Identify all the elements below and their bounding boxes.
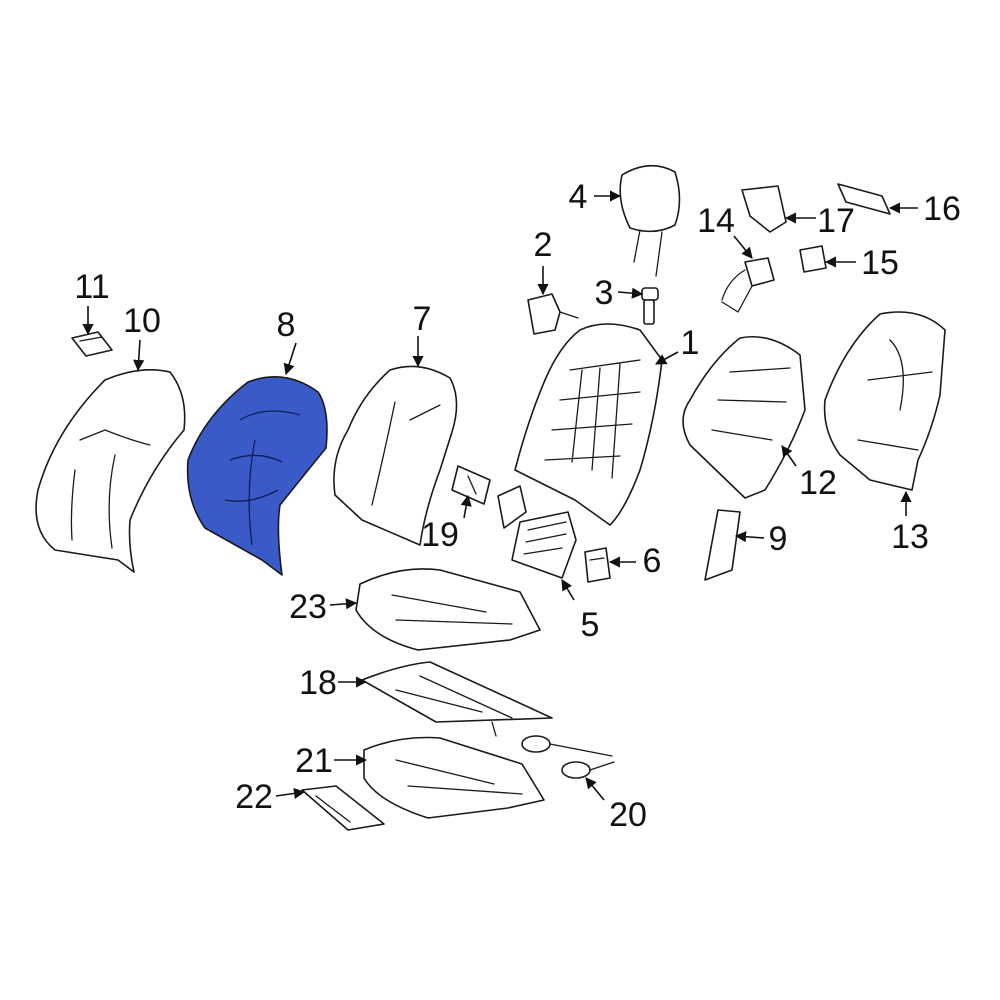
callout-12: 12	[799, 464, 837, 502]
part-4-headrest[interactable]	[619, 164, 681, 277]
part-11-clip[interactable]	[71, 331, 113, 357]
callout-2: 2	[534, 226, 553, 264]
leader-12	[781, 445, 797, 467]
leader-10	[133, 339, 145, 372]
callout-20: 20	[609, 796, 647, 834]
part-17-cover[interactable]	[741, 185, 787, 233]
callout-10: 10	[123, 302, 161, 340]
leader-5	[561, 579, 575, 601]
part-16-rail[interactable]	[837, 183, 891, 215]
callout-17: 17	[817, 202, 855, 240]
part-12-rear-panel[interactable]	[682, 335, 806, 499]
part-10-seat-back-cover[interactable]	[35, 368, 186, 573]
part-23-cushion-cover[interactable]	[355, 568, 541, 651]
leader-14	[733, 235, 753, 259]
callout-3: 3	[595, 274, 614, 312]
leader-9	[734, 531, 765, 543]
leader-lines	[82, 190, 918, 801]
part-9-trim[interactable]	[704, 509, 741, 581]
part-19-module[interactable]	[451, 465, 491, 505]
callout-7: 7	[413, 300, 432, 338]
leader-19	[460, 494, 472, 519]
callout-9: 9	[769, 520, 788, 558]
part-7-back-panel[interactable]	[333, 365, 458, 546]
part-1-seat-back-frame[interactable]	[514, 323, 663, 526]
callout-22: 22	[235, 778, 273, 816]
callout-6: 6	[643, 542, 662, 580]
leader-8	[283, 342, 297, 376]
callout-18: 18	[299, 664, 337, 702]
part-13-back-shell[interactable]	[823, 311, 946, 491]
callout-11: 11	[74, 268, 109, 306]
part-21-seat-base[interactable]	[363, 736, 545, 819]
callout-labels: 8 11 10 7 19 2 3 4 1 5 6 9 12 13 14 15 1…	[74, 178, 961, 834]
leader-1	[655, 351, 679, 365]
part-2-bracket[interactable]	[527, 293, 579, 335]
leader-3	[617, 287, 644, 299]
part-5-lumbar[interactable]	[497, 485, 577, 579]
leader-22	[275, 787, 306, 799]
part-20-sensor[interactable]	[521, 735, 615, 779]
callout-15: 15	[861, 244, 899, 282]
part-6-switch[interactable]	[584, 547, 611, 583]
callout-8: 8	[277, 306, 296, 344]
part-8-seat-back-pad[interactable]	[186, 376, 328, 576]
callout-23: 23	[289, 588, 327, 626]
part-22-strip[interactable]	[301, 785, 385, 831]
callout-16: 16	[923, 190, 961, 228]
callout-1: 1	[681, 324, 700, 362]
callout-19: 19	[421, 516, 459, 554]
callout-14: 14	[697, 202, 735, 240]
part-3-pin[interactable]	[641, 287, 659, 325]
leader-23	[329, 598, 358, 610]
part-14-harness[interactable]	[721, 257, 775, 313]
callout-21: 21	[295, 742, 333, 780]
callout-4: 4	[569, 178, 588, 216]
callout-13: 13	[891, 518, 929, 556]
part-18-cushion-pad[interactable]	[361, 661, 553, 737]
part-15-connector[interactable]	[799, 245, 827, 273]
leader-20	[585, 777, 605, 801]
callout-5: 5	[581, 606, 600, 644]
